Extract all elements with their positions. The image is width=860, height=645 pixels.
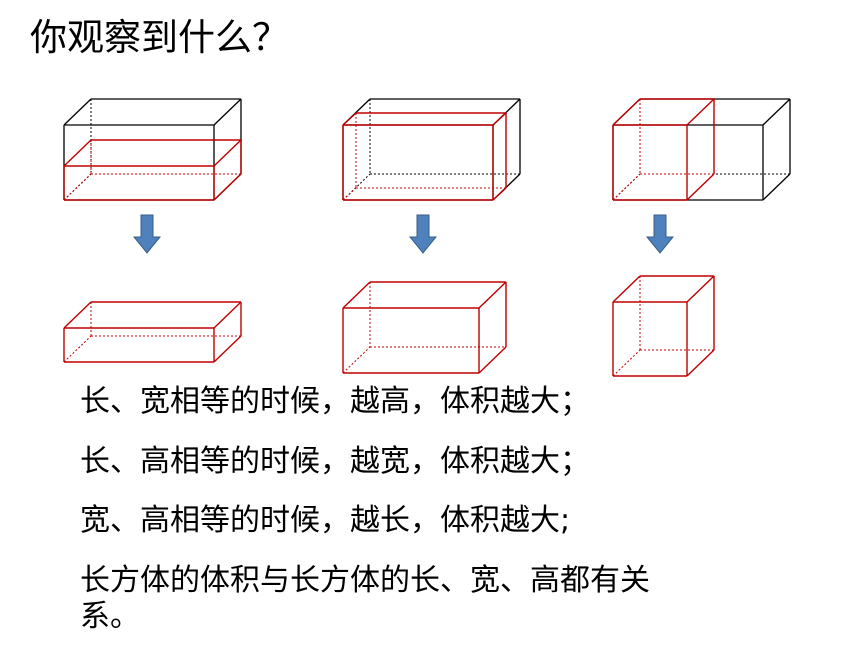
statement-length: 宽、高相等的时候，越长，体积越大; [80,503,571,538]
cuboid-slice-width [342,112,507,201]
slide-title: 你观察到什么？ [30,16,289,59]
visible-edge [63,139,92,167]
statement-height: 长、宽相等的时候，越高，体积越大； [80,384,590,419]
visible-edge [63,301,92,329]
hidden-edge [63,173,92,201]
visible-edge [213,173,242,201]
down-arrow-1 [132,214,162,254]
visible-edge [213,301,242,329]
visible-edge [686,349,715,377]
visible-edge [612,98,641,126]
down-arrow-3 [645,214,675,254]
cuboid-original-3 [612,98,791,201]
statement-conclusion: 长方体的体积与长方体的长、宽、高都有关 [80,563,650,598]
visible-edge [478,281,507,309]
hidden-edge [612,173,641,201]
cuboid-result-width [342,281,507,374]
visible-edge [342,281,371,309]
visible-edge [492,187,507,201]
cuboid-result-height [63,301,242,363]
down-arrow-2 [408,214,438,254]
cuboid-slice-length [612,98,715,201]
statement-conclusion-continued: 系。 [80,599,140,634]
visible-edge [213,98,242,126]
visible-edge [213,335,242,363]
visible-edge [686,275,715,303]
hidden-edge [342,187,357,201]
visible-edge [762,173,791,201]
visible-edge [762,98,791,126]
visible-edge [478,346,507,374]
cuboid-result-length [612,275,715,377]
hidden-edge [342,346,371,374]
down-arrow-icon [132,214,162,254]
visible-edge [63,98,92,126]
visible-edge [612,275,641,303]
visible-edge [686,98,715,126]
visible-edge [492,112,507,126]
cuboid-slice-height [63,139,242,201]
visible-edge [213,139,242,167]
visible-edge [686,173,715,201]
down-arrow-icon [645,214,675,254]
visible-edge [342,112,357,126]
down-arrow-icon [408,214,438,254]
hidden-edge [63,335,92,363]
statement-width: 长、高相等的时候，越宽，体积越大； [80,444,590,479]
hidden-edge [612,349,641,377]
